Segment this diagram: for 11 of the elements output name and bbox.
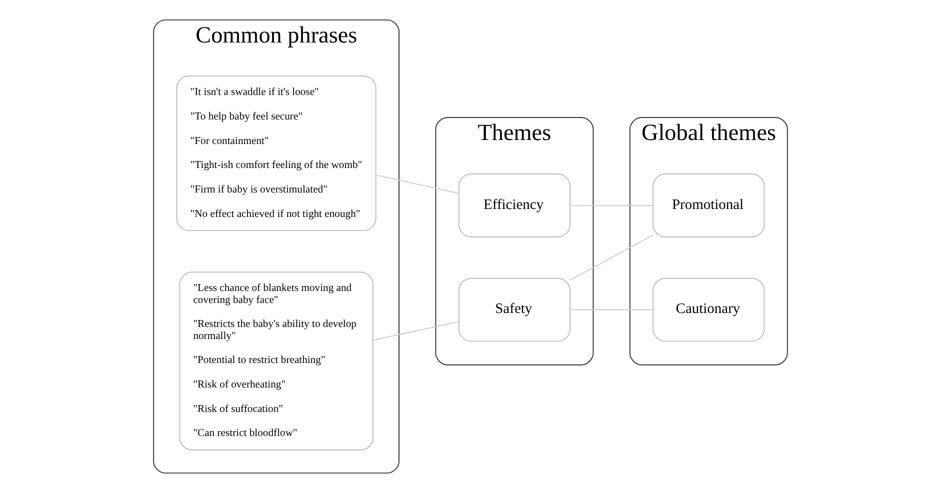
node-box: Efficiency [458, 174, 570, 238]
connector [570, 204, 654, 206]
node-box: Safety [458, 278, 570, 342]
node-box: "Less chance of blankets moving and covering baby face" "Restricts the baby's ability to develop normally" "Potential to restrict breathing" "Risk of overheating" "Risk of suffocation" "Can restrict bloodflow" [179, 272, 374, 450]
node-box: "It isn't a swaddle if it's loose" "To help baby feel secure" "For containment" "Tight-ish comfort feeling of the womb" "Firm if baby is overstimulated" "No effect achieved if not tight enough" [176, 75, 376, 232]
node-box: Promotional [652, 174, 765, 238]
node-box: Cautionary [652, 278, 765, 342]
connector [376, 174, 460, 194]
connector [570, 309, 654, 310]
connector [372, 321, 460, 341]
connector [570, 234, 654, 280]
